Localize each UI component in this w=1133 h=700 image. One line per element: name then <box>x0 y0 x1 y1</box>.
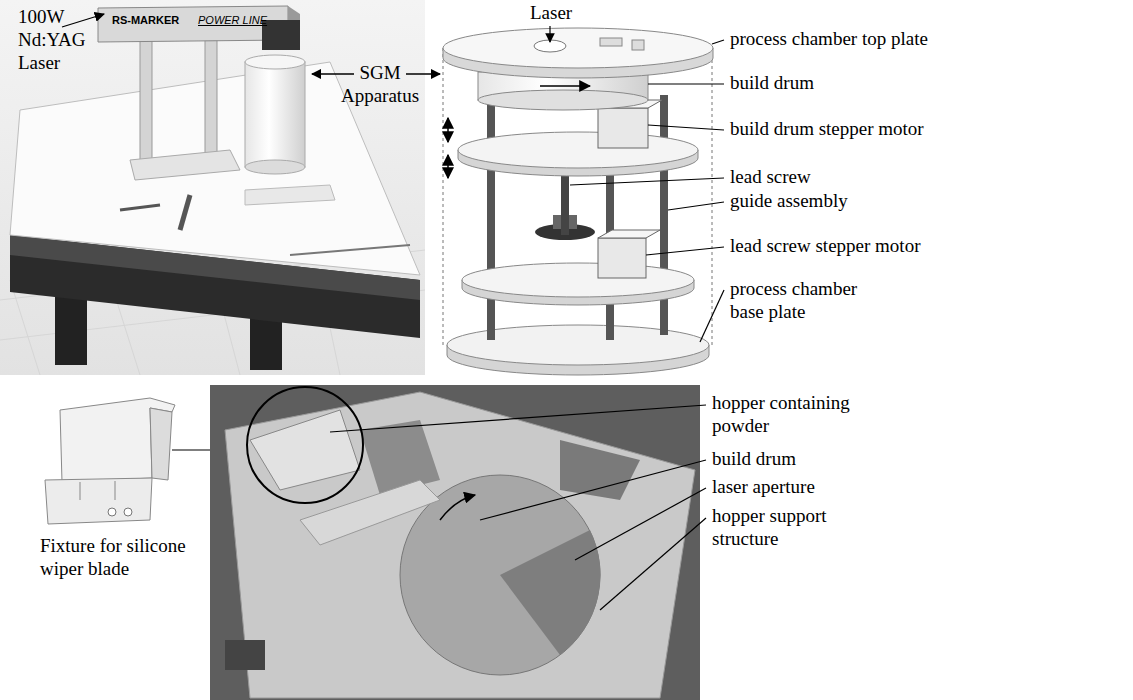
part-label: process chamber base plate <box>730 278 870 324</box>
part-label: Laser <box>530 2 572 25</box>
part-label: Fixture for silicone wiper blade <box>40 535 198 581</box>
part-label: hopper support structure <box>712 505 887 551</box>
part-label: build drum <box>712 448 796 471</box>
part-label: build drum <box>730 72 814 95</box>
wiper-fixture-render <box>45 398 175 524</box>
brand-text: RS-MARKER <box>112 14 179 27</box>
part-label: lead screw <box>730 166 811 189</box>
part-label: hopper containing powder <box>712 392 887 438</box>
part-label: 100W Nd:YAG Laser <box>18 6 86 74</box>
sgm-exploded-view <box>443 28 713 375</box>
part-label: lead screw stepper motor <box>730 235 920 258</box>
leader-line <box>330 405 706 610</box>
part-label: laser aperture <box>712 476 815 499</box>
leader-line <box>550 26 724 342</box>
part-label: SGM Apparatus <box>335 62 425 108</box>
hopper-photo <box>210 385 700 700</box>
part-label: guide assembly <box>730 190 848 213</box>
part-label: process chamber top plate <box>730 28 928 51</box>
brand-text: POWER LINE <box>198 14 267 27</box>
part-label: build drum stepper motor <box>730 118 924 141</box>
laser-table-render <box>0 0 425 375</box>
